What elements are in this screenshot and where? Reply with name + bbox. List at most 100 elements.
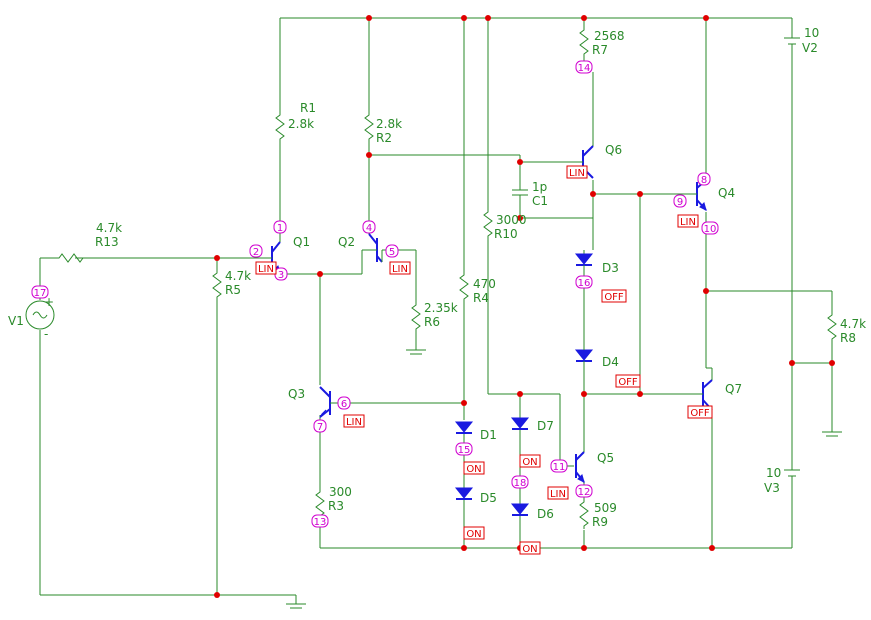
diode-D4[interactable] bbox=[574, 346, 594, 366]
node-badge[interactable]: 12 bbox=[575, 484, 593, 498]
svg-text:8: 8 bbox=[701, 175, 707, 186]
svg-text:17: 17 bbox=[34, 288, 47, 299]
svg-text:15: 15 bbox=[458, 445, 471, 456]
label-R7-value: 2568 bbox=[594, 29, 625, 43]
resistor-R1[interactable] bbox=[275, 110, 285, 146]
label-C1-ref: C1 bbox=[532, 194, 548, 208]
label-V1-ref: V1 bbox=[8, 314, 24, 328]
svg-text:12: 12 bbox=[578, 487, 591, 498]
wires bbox=[39, 17, 833, 604]
diode-D7[interactable] bbox=[510, 417, 530, 430]
node-badge[interactable]: 2 bbox=[249, 244, 263, 258]
svg-text:LIN: LIN bbox=[392, 264, 408, 275]
diode-D1[interactable] bbox=[454, 421, 474, 434]
svg-text:10: 10 bbox=[704, 224, 717, 235]
diode-D6[interactable] bbox=[510, 503, 530, 516]
node-badge[interactable]: 3 bbox=[274, 267, 288, 281]
svg-text:11: 11 bbox=[553, 462, 566, 473]
resistor-R5[interactable] bbox=[212, 268, 222, 300]
label-Q2-ref: Q2 bbox=[338, 235, 355, 249]
resistor-R6[interactable] bbox=[411, 300, 421, 340]
svg-text:OFF: OFF bbox=[690, 408, 710, 419]
label-C1-value: 1p bbox=[532, 180, 547, 194]
state-badge-Q3[interactable]: LIN bbox=[343, 414, 365, 428]
label-Q6-ref: Q6 bbox=[605, 143, 622, 157]
label-R2-value: 2.8k bbox=[376, 117, 402, 131]
state-badge-Q6[interactable]: LIN bbox=[566, 165, 588, 179]
label-R9-ref: R9 bbox=[592, 515, 608, 529]
node-badge[interactable]: 18 bbox=[511, 475, 529, 489]
label-R8-ref: R8 bbox=[840, 331, 856, 345]
node-badge[interactable]: 15 bbox=[455, 442, 473, 456]
diode-D3[interactable] bbox=[574, 250, 594, 276]
state-badge-Q1[interactable]: LIN bbox=[255, 261, 277, 275]
battery-V3[interactable] bbox=[784, 462, 800, 488]
svg-text:1: 1 bbox=[277, 223, 283, 234]
resistor-R4[interactable] bbox=[459, 270, 469, 305]
resistor-R8[interactable] bbox=[827, 310, 837, 350]
resistor-R7[interactable] bbox=[579, 26, 589, 62]
label-R6-ref: R6 bbox=[424, 315, 440, 329]
state-badge-Q7[interactable]: OFF bbox=[687, 405, 713, 419]
capacitor-C1[interactable] bbox=[512, 183, 528, 200]
node-badge[interactable]: 11 bbox=[550, 459, 568, 473]
state-badge-Q4[interactable]: LIN bbox=[677, 214, 699, 228]
label-D3-ref: D3 bbox=[602, 261, 619, 275]
resistor-R9[interactable] bbox=[579, 496, 589, 529]
label-R1-ref: R1 bbox=[300, 101, 316, 115]
state-badge-D6[interactable]: ON bbox=[519, 541, 541, 555]
svg-text:13: 13 bbox=[314, 517, 327, 528]
label-V2-value: 10 bbox=[804, 26, 819, 40]
state-badge-D1[interactable]: ON bbox=[463, 461, 485, 475]
node-badge[interactable]: 17 bbox=[31, 285, 49, 299]
node-badge[interactable]: 14 bbox=[575, 60, 593, 74]
transistor-Q5[interactable] bbox=[575, 394, 585, 483]
node-badge[interactable]: 6 bbox=[337, 396, 351, 410]
node-badge[interactable]: 8 bbox=[697, 172, 711, 186]
node-badge[interactable]: 4 bbox=[362, 220, 376, 234]
v1-plus-sign: + bbox=[44, 295, 54, 309]
label-R5-ref: R5 bbox=[225, 283, 241, 297]
node-badge[interactable]: 10 bbox=[701, 221, 719, 235]
transistor-Q2[interactable] bbox=[361, 222, 383, 274]
label-R8-value: 4.7k bbox=[840, 317, 866, 331]
component-labels: R1 2.8k 2.8k R2 2568 R7 10 V2 Q6 1p C1 Q… bbox=[8, 26, 866, 529]
node-badge[interactable]: 16 bbox=[575, 275, 593, 289]
svg-text:ON: ON bbox=[466, 529, 481, 540]
state-badge-Q5[interactable]: LIN bbox=[547, 486, 569, 500]
resistor-R10[interactable] bbox=[483, 208, 493, 240]
label-R9-value: 509 bbox=[594, 501, 617, 515]
label-R4-ref: R4 bbox=[473, 291, 489, 305]
state-badge-D7[interactable]: ON bbox=[519, 454, 541, 468]
state-badge-D3[interactable]: OFF bbox=[601, 289, 627, 303]
svg-text:18: 18 bbox=[514, 478, 527, 489]
node-badge[interactable]: 13 bbox=[311, 514, 329, 528]
diode-D5[interactable] bbox=[454, 487, 474, 500]
label-R6-value: 2.35k bbox=[424, 301, 458, 315]
resistor-R3[interactable] bbox=[315, 488, 325, 517]
state-badge-D4[interactable]: OFF bbox=[615, 374, 641, 388]
label-D5-ref: D5 bbox=[480, 491, 497, 505]
resistor-R2[interactable] bbox=[364, 110, 374, 146]
ac-source-V1[interactable]: + - bbox=[25, 295, 55, 341]
ground-icon bbox=[406, 349, 426, 355]
node-badge[interactable]: 7 bbox=[313, 419, 327, 433]
svg-text:7: 7 bbox=[317, 422, 323, 433]
label-D7-ref: D7 bbox=[537, 419, 554, 433]
battery-V2[interactable] bbox=[784, 30, 800, 52]
node-badge[interactable]: 9 bbox=[673, 194, 687, 208]
label-R10-ref: R10 bbox=[494, 227, 518, 241]
node-badge[interactable]: 1 bbox=[273, 220, 287, 234]
label-V3-ref: V3 bbox=[764, 481, 780, 495]
label-R4-value: 470 bbox=[473, 277, 496, 291]
resistor-R13[interactable] bbox=[55, 253, 84, 263]
transistor-Q3[interactable] bbox=[319, 386, 338, 418]
state-badge-Q2[interactable]: LIN bbox=[389, 261, 411, 275]
label-R3-value: 300 bbox=[329, 485, 352, 499]
state-badge-D5[interactable]: ON bbox=[463, 526, 485, 540]
label-R1-value: 2.8k bbox=[288, 117, 314, 131]
svg-text:LIN: LIN bbox=[680, 217, 696, 228]
node-badge[interactable]: 5 bbox=[385, 244, 399, 258]
